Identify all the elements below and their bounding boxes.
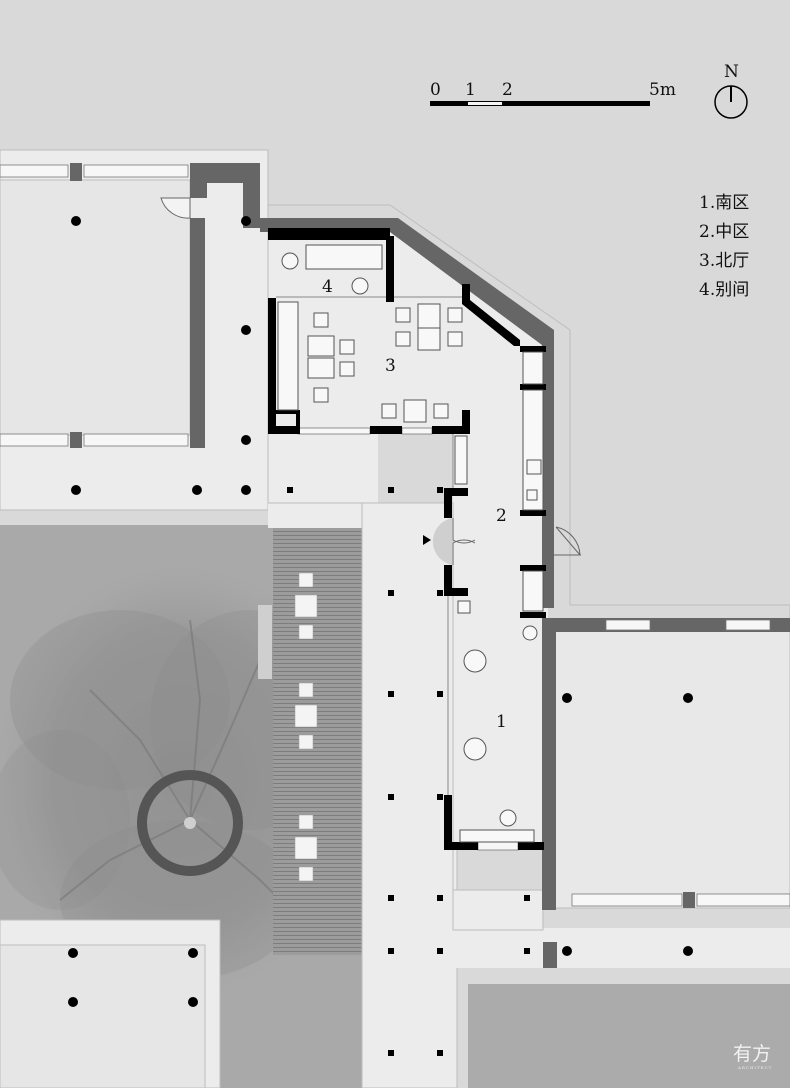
entrance-arrow <box>423 535 431 545</box>
timber-deck <box>273 518 363 955</box>
posts <box>287 487 530 1056</box>
watermark-logo: 有方 ARCHITECT <box>733 1043 772 1070</box>
lower-right-court <box>468 984 790 1088</box>
tree-ring <box>137 770 243 876</box>
tree-trunk <box>184 817 196 829</box>
scale-tick-5m: 5m <box>649 80 676 100</box>
north-arrow-icon: N <box>714 62 748 119</box>
windows <box>0 164 790 907</box>
legend-item-1: 1.南区 <box>699 193 749 213</box>
scale-tick-0: 0 <box>430 80 441 100</box>
legend: 1.南区 2.中区 3.北厅 4.别间 <box>699 193 749 300</box>
scale-tick-2: 2 <box>502 80 513 100</box>
watermark-sub: ARCHITECT <box>737 1065 772 1070</box>
doors <box>160 197 581 565</box>
building-floor <box>268 150 548 850</box>
room-label-4: 4 <box>322 277 333 297</box>
watermark-text: 有方 <box>733 1043 771 1065</box>
stepping-stones <box>294 572 318 882</box>
legend-item-2: 2.中区 <box>699 222 749 242</box>
columns <box>68 216 693 1007</box>
legend-item-3: 3.北厅 <box>699 251 749 271</box>
pavilion-lower-right <box>549 619 790 909</box>
room-label-2: 2 <box>496 506 507 526</box>
scale-bar: 0 1 2 5m <box>430 80 676 106</box>
room-label-1: 1 <box>496 712 507 732</box>
walkway <box>268 430 378 528</box>
legend-item-4: 4.别间 <box>699 280 749 300</box>
scale-tick-1: 1 <box>465 80 476 100</box>
room-label-3: 3 <box>385 356 396 376</box>
deck-slab-edge <box>258 605 272 679</box>
interior-lines <box>276 296 462 795</box>
north-label: N <box>724 62 739 82</box>
furniture <box>277 244 544 843</box>
new-walls <box>268 228 546 850</box>
